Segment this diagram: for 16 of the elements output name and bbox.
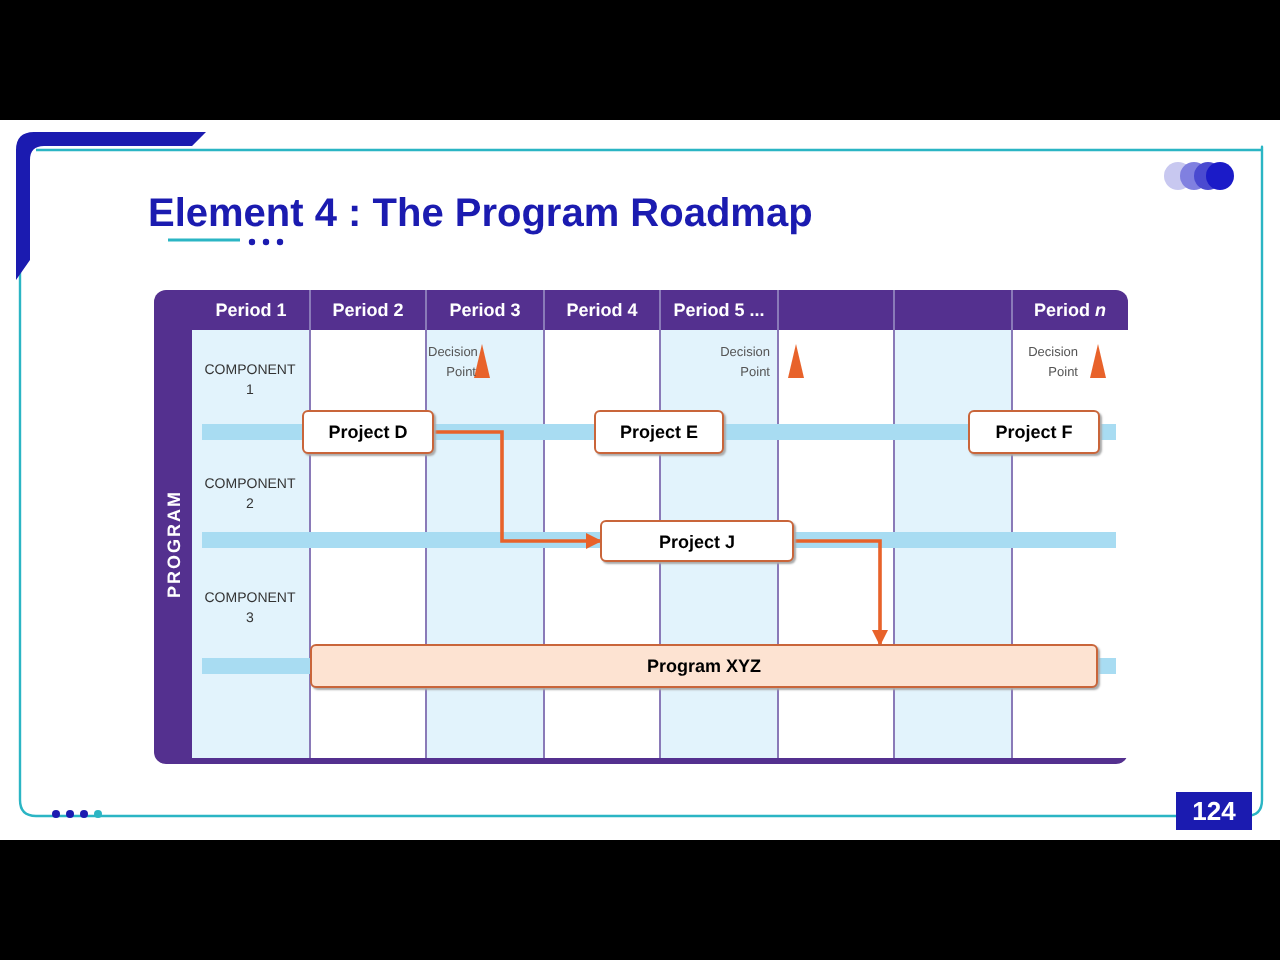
arrow — [794, 539, 888, 646]
period-header: Period 5 ... — [671, 298, 767, 324]
period-header: Period 2 — [330, 298, 406, 324]
project-box: Project E — [594, 410, 724, 454]
arrow — [434, 430, 602, 549]
period-header: Period 4 — [564, 298, 640, 324]
project-box: Project F — [968, 410, 1100, 454]
slide-title: Element 4 : The Program Roadmap — [148, 192, 813, 238]
project-box: Project J — [600, 520, 794, 562]
program-label: PROGRAM — [163, 490, 183, 598]
period-header: Period n — [1031, 298, 1108, 324]
period-header: Period 3 — [447, 298, 523, 324]
program-bar: Program XYZ — [310, 644, 1098, 688]
period-header: Period 1 — [213, 298, 289, 324]
page-number: 124 — [1176, 792, 1252, 830]
project-box: Project D — [302, 410, 434, 454]
